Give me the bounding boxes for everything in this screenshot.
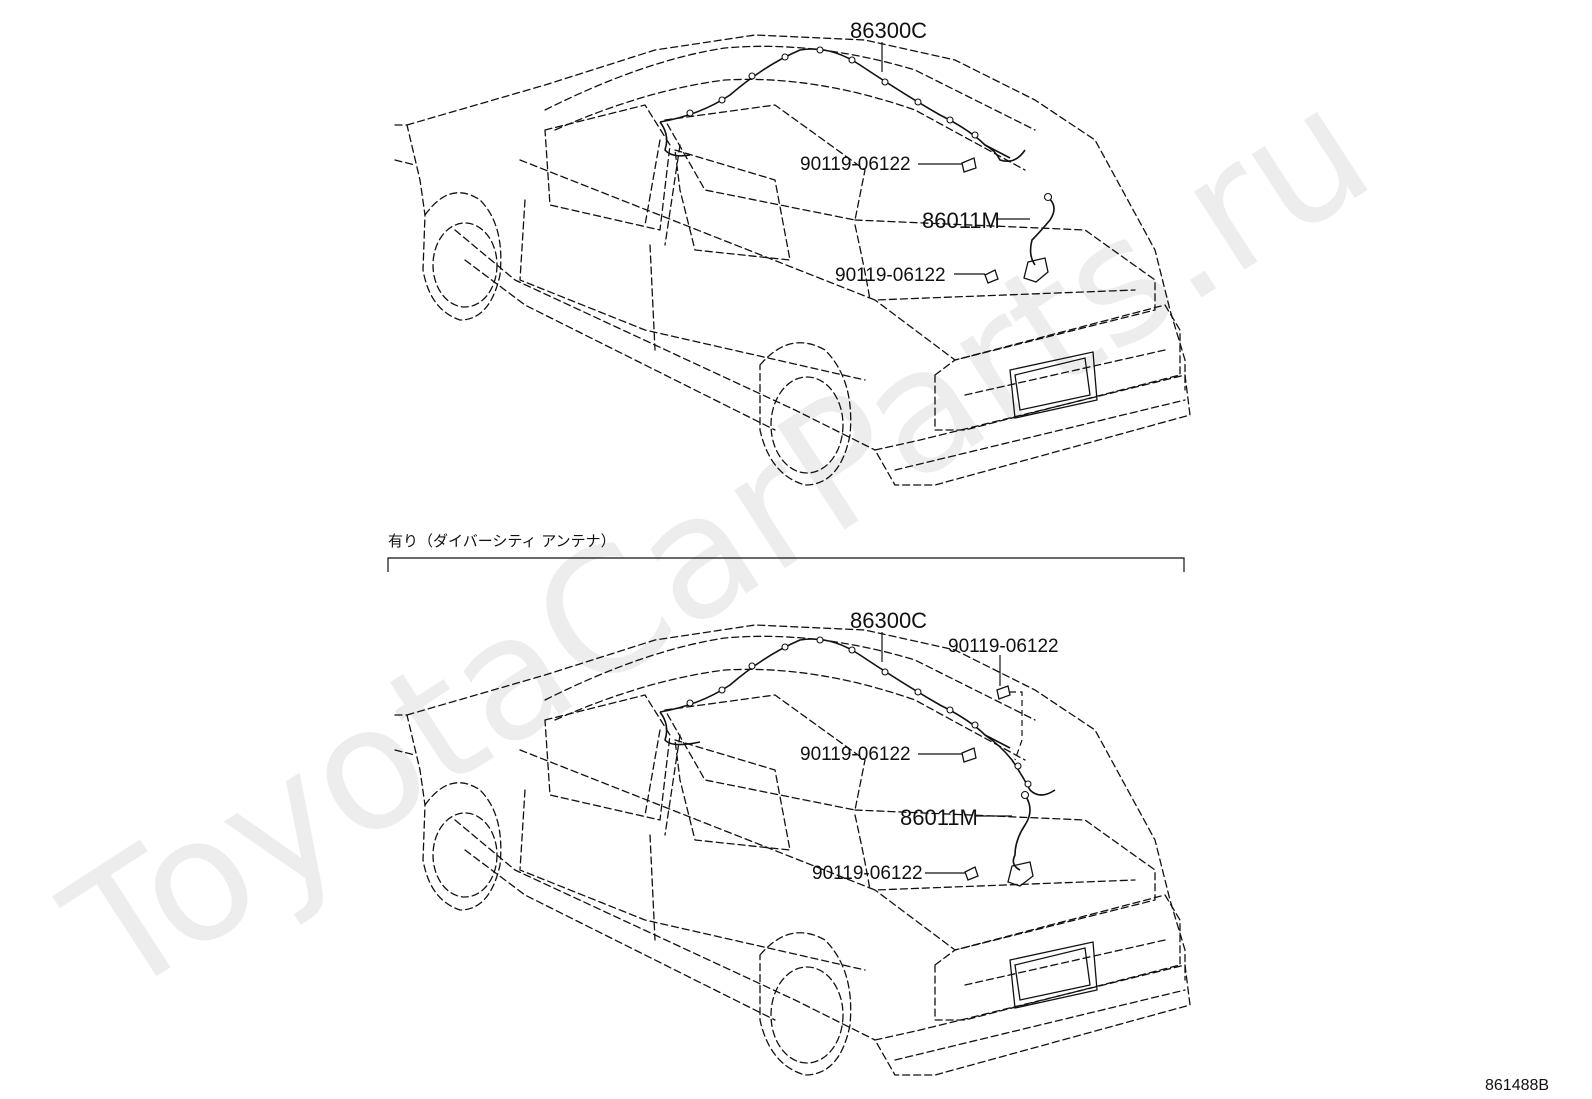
upper-lower-clamp-icon [984,269,999,284]
lower-amplifier [1007,861,1034,887]
lower-amplifier-wire [1012,794,1031,871]
lower-car-view: 86300C 90119-06122 90119-06122 86011M 90… [394,608,1191,1076]
variant-caption: 有り（ダイバーシティ アンテナ） [388,532,616,550]
section-bracket [387,557,1185,572]
lower-upper-clamp-icon [961,747,977,763]
label-clamp-top: 90119-06122 [948,636,1059,657]
upper-amplifier [1023,257,1049,283]
watermark: ToyotaCarParts.ru [34,50,1403,1035]
upper-clamp-icon [961,157,977,173]
diagram-code: 861488B [1485,1077,1549,1094]
label-86011M-upper: 86011M [922,208,1000,233]
label-clamp-upper: 90119-06122 [800,154,911,175]
label-clamp-upper-lower: 90119-06122 [800,744,911,765]
label-86011M-lower: 86011M [900,805,978,830]
upper-antenna-wire [659,48,1011,159]
label-clamp-lower: 90119-06122 [835,265,946,286]
lower-antenna-wire [659,638,1011,749]
lower-lower-clamp-icon [964,866,979,881]
label-clamp-lower-lower: 90119-06122 [812,863,923,884]
label-86300C-lower: 86300C [850,608,927,633]
upper-car-view: 86300C 90119-06122 86011M 90119-06122 [394,18,1191,486]
upper-amplifier-wire [1029,194,1055,266]
label-86300C-upper: 86300C [850,18,927,43]
lower-top-clamp-icon [996,685,1011,700]
